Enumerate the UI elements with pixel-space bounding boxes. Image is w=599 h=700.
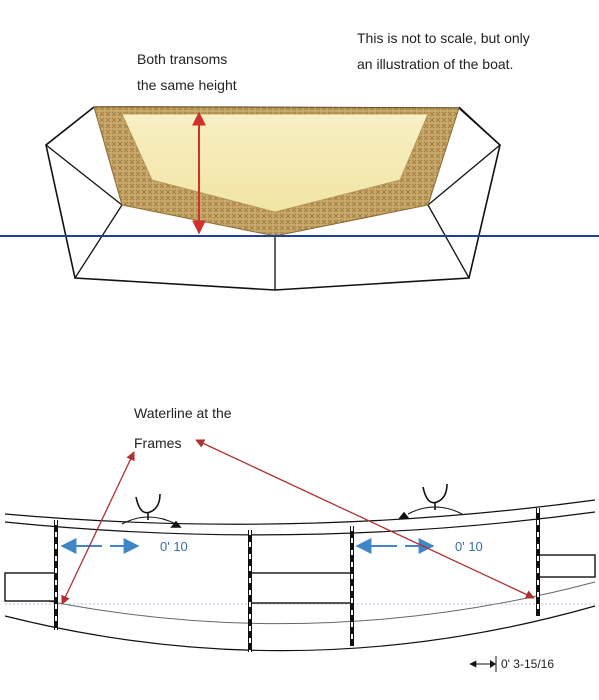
waterline-note-line-1: Waterline at the [134,405,232,421]
floor-board-right [537,554,596,578]
transom-height-note: Both transoms the same height [137,46,237,98]
side-view: 0' 10 0' 10 0' 3-15/16 [4,439,596,672]
floor-board-center [249,572,353,604]
chine-line [4,581,596,625]
floor-board-left [4,572,56,602]
hull-gunwale-left [45,106,95,146]
frame-spacing-label-left: 0' 10 [160,539,188,554]
waterline-pointer-right [195,439,535,599]
oarlock-right [398,483,463,519]
offset-label: 0' 3-15/16 [501,657,554,671]
waterline-pointer-left [61,451,135,605]
waterline-note: Waterline at the Frames [134,398,232,458]
waterline-note-line-2: Frames [134,435,182,451]
transom-view [0,106,599,291]
frame-spacing-label-right: 0' 10 [455,539,483,554]
scale-note-line-2: an illustration of the boat. [357,56,514,72]
sheer-line-upper [4,499,596,525]
transom-note-line-2: the same height [137,77,237,93]
keel-line [4,605,596,652]
scale-disclaimer-note: This is not to scale, but only an illust… [357,25,530,77]
offset-dimension: 0' 3-15/16 [469,656,554,672]
hull-gunwale-right [458,106,501,146]
scale-note-line-1: This is not to scale, but only [357,30,530,46]
transom-note-line-1: Both transoms [137,51,228,67]
